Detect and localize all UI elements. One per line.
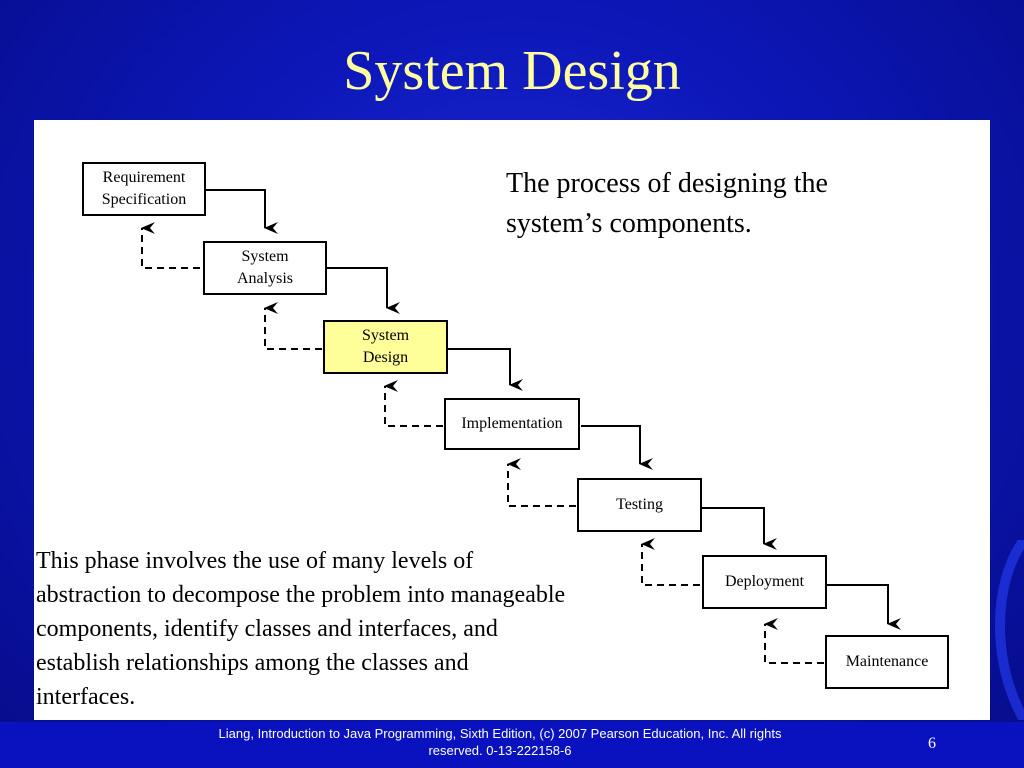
phase-testing: Testing (577, 478, 702, 532)
decorative-curve (995, 540, 1024, 720)
forward-arrow-5 (702, 507, 777, 550)
waterfall-connectors (141, 189, 901, 664)
feedback-arrow-4 (507, 458, 576, 507)
feedback-arrow-1 (141, 222, 200, 269)
feedback-arrow-5 (641, 538, 700, 586)
phase-deployment: Deployment (702, 555, 827, 609)
phase-system-analysis: System Analysis (203, 241, 327, 295)
phase-system-design: System Design (323, 320, 448, 374)
forward-arrow-1 (206, 189, 278, 234)
page-number: 6 (928, 735, 936, 752)
phase-requirement-specification: Requirement Specification (82, 162, 206, 216)
content-panel: Requirement Specification System Analysi… (34, 120, 990, 720)
footer-bar (0, 722, 1024, 768)
footer-credit: Liang, Introduction to Java Programming,… (218, 726, 782, 758)
slide-title: System Design (343, 40, 681, 102)
feedback-arrow-2 (264, 302, 322, 350)
forward-arrow-6 (827, 584, 901, 630)
forward-arrow-3 (448, 348, 523, 391)
phase-maintenance: Maintenance (825, 635, 949, 689)
phase-implementation: Implementation (444, 398, 580, 450)
intro-text: The process of designing the system’s co… (506, 168, 828, 239)
forward-arrow-2 (327, 267, 400, 314)
feedback-arrow-3 (384, 380, 443, 427)
detail-text: This phase involves the use of many leve… (36, 548, 566, 710)
forward-arrow-4 (581, 425, 653, 470)
feedback-arrow-6 (764, 618, 824, 664)
